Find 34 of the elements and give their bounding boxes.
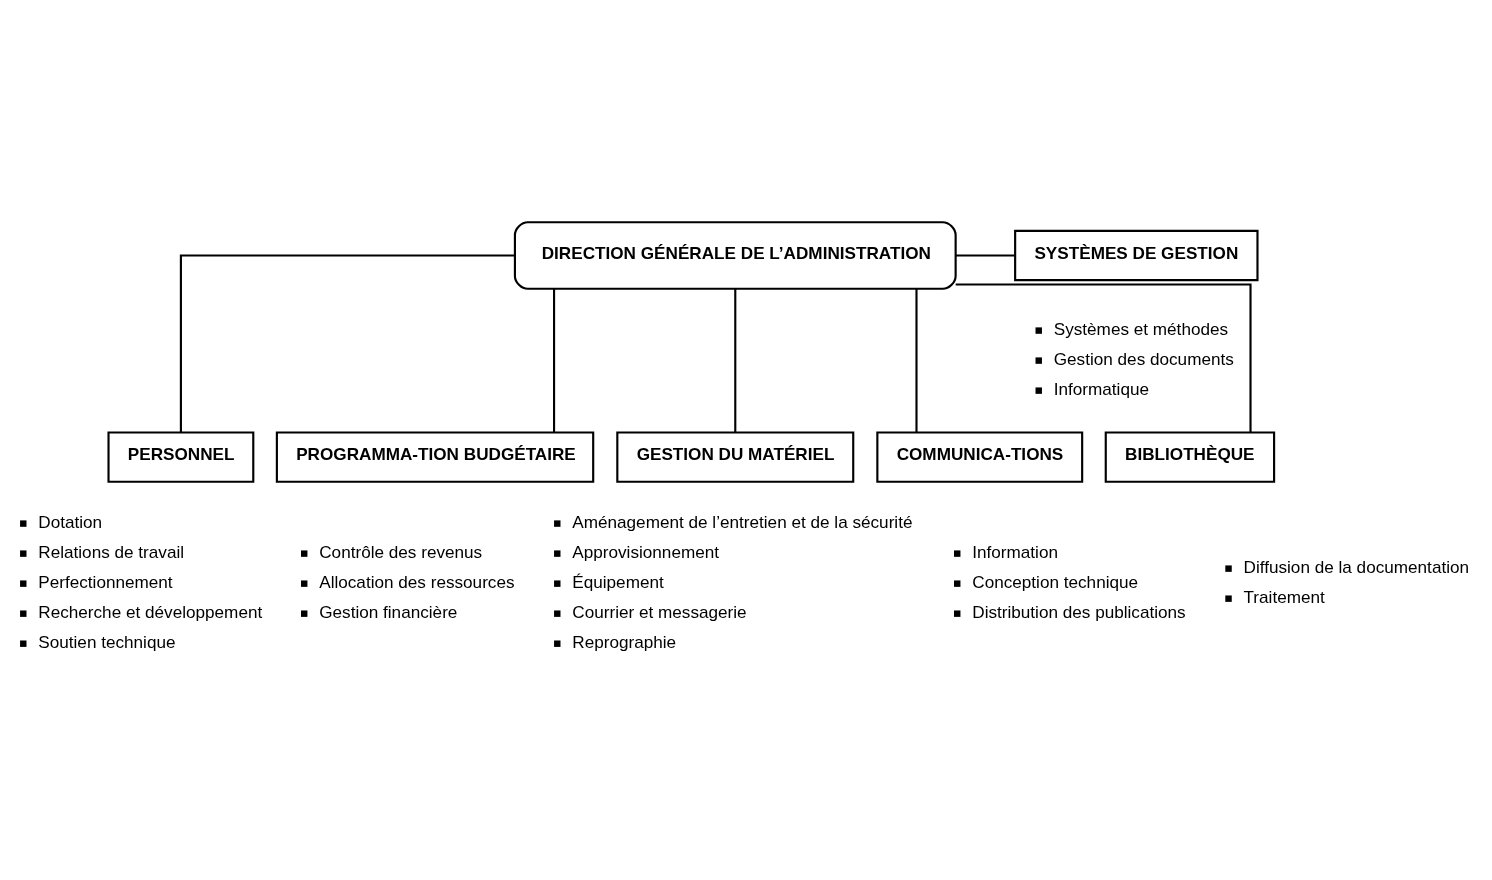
connector (955, 253, 1015, 257)
node-label: Approvisionnement (572, 541, 720, 562)
node-box: DIRECTION GÉNÉRALE DE L’ADMINISTRATION (513, 220, 957, 290)
node-label: Traitement (1243, 586, 1325, 607)
node-box: GESTION DU MATÉRIEL (616, 430, 855, 483)
node-label: Informatique (1053, 378, 1150, 399)
connector (553, 288, 556, 432)
node-label: Soutien technique (38, 631, 176, 652)
node-box: PROGRAMMA-TION BUDGÉTAIRE (275, 430, 595, 483)
connector (915, 288, 918, 432)
node-label: Dotation (38, 511, 103, 532)
node-label: Allocation des ressources (319, 571, 515, 592)
node-label: Gestion des documents (1053, 348, 1234, 369)
node-label: Courrier et messagerie (572, 601, 747, 622)
node-box: SYSTÈMES DE GESTION (1014, 229, 1259, 281)
node-box: PERSONNEL (107, 430, 255, 483)
connector (179, 253, 515, 432)
node-label: Distribution des publications (972, 601, 1186, 622)
node-label: Relations de travail (38, 541, 185, 562)
node-label: Systèmes et méthodes (1053, 318, 1229, 339)
node-label: Reprographie (572, 631, 677, 652)
node-label: Aménagement de l’entretien et de la sécurité (572, 511, 913, 532)
node-label: Conception technique (972, 571, 1139, 592)
node-label: Recherche et développement (38, 601, 263, 622)
connector (955, 282, 1252, 432)
node-label: Information (972, 541, 1058, 562)
node-box: COMMUNICA-TIONS (876, 430, 1084, 483)
node-label: Équipement (572, 571, 664, 592)
node-label: Perfectionnement (38, 571, 173, 592)
node-label: Gestion financière (319, 601, 458, 622)
node-label: Diffusion de la documentation (1243, 556, 1470, 577)
node-box: BIBLIOTHÈQUE (1104, 430, 1276, 483)
node-label: Contrôle des revenus (319, 541, 483, 562)
connector (734, 288, 737, 432)
